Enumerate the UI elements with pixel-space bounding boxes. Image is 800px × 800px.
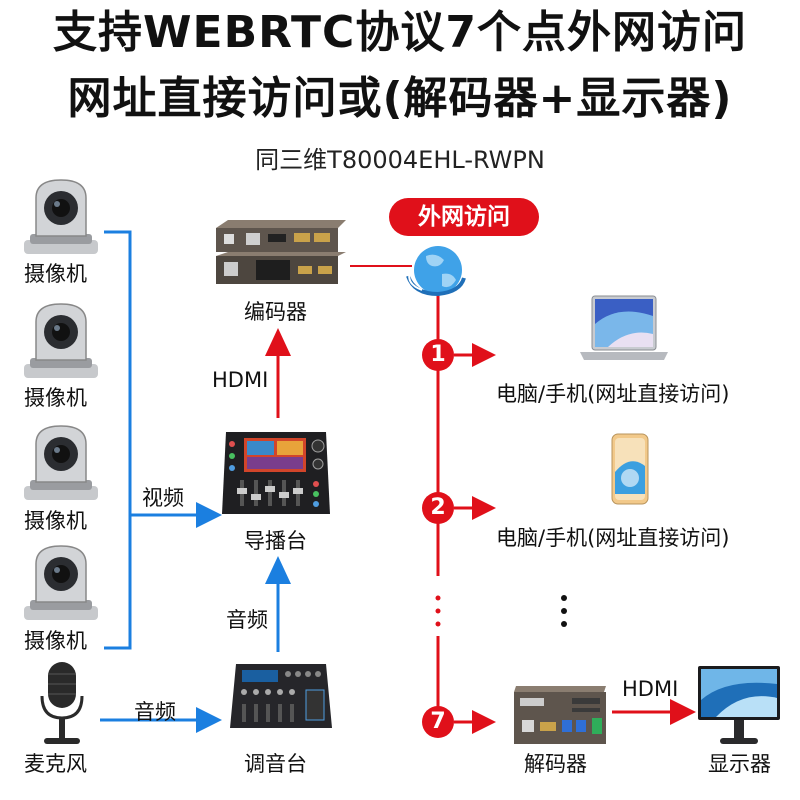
- ptz-camera-icon: [24, 303, 98, 378]
- monitor-label: 显示器: [708, 752, 771, 776]
- encoder-device-icon: [216, 220, 346, 284]
- branch-7-arrow-head: [472, 710, 496, 734]
- phone-icon: [611, 433, 649, 505]
- laptop-icon: [580, 295, 668, 360]
- encoder-label: 编码器: [244, 300, 307, 324]
- camera-label: 摄像机: [24, 509, 87, 533]
- branch-number-badge: 2: [422, 492, 454, 524]
- client-label: 电脑/手机(网址直接访问): [496, 526, 730, 550]
- ptz-camera-icon: [24, 545, 98, 620]
- branch-number-badge: 1: [422, 339, 454, 371]
- mixer-audio-label: 音频: [226, 608, 268, 632]
- mixer-label: 调音台: [244, 752, 307, 776]
- monitor-icon: [698, 666, 780, 744]
- branch-2-arrow-head: [472, 496, 496, 520]
- video-bracket-line: [104, 230, 132, 650]
- title-line-1: 支持WEBRTC协议7个点外网访问: [53, 7, 747, 58]
- hdmi-out-label: HDMI: [622, 677, 679, 701]
- mixer-up-head: [265, 556, 291, 584]
- microphone-label: 麦克风: [24, 752, 87, 776]
- hdmi-up-label: HDMI: [212, 368, 269, 392]
- video-arrow-head: [196, 502, 222, 528]
- camera-label: 摄像机: [24, 629, 87, 653]
- camera-label: 摄像机: [24, 262, 87, 286]
- hdmi-up-head: [265, 328, 291, 356]
- title-line-2: 网址直接访问或(解码器+显示器): [67, 73, 733, 124]
- model-subtitle: 同三维T80004EHL-RWPN: [255, 146, 545, 174]
- video-label: 视频: [142, 486, 184, 510]
- camera-label: 摄像机: [24, 386, 87, 410]
- internet-access-badge: 外网访问: [389, 198, 539, 236]
- video-switcher-icon: [222, 432, 330, 514]
- decoder-label: 解码器: [524, 752, 587, 776]
- switcher-label: 导播台: [244, 529, 307, 553]
- decoder-icon: [514, 686, 606, 744]
- ptz-camera-icon: [24, 179, 98, 254]
- microphone-icon: [40, 662, 84, 744]
- decoder-monitor-arrow-head: [670, 699, 696, 725]
- mic-arrow-head: [196, 707, 222, 733]
- audio-mixer-icon: [230, 664, 332, 728]
- branch-1-arrow-head: [472, 343, 496, 367]
- ptz-camera-icon: [24, 425, 98, 500]
- globe-icon: [406, 246, 466, 297]
- mic-audio-label: 音频: [134, 700, 176, 724]
- client-label: 电脑/手机(网址直接访问): [496, 382, 730, 406]
- branch-number-badge: 7: [422, 706, 454, 738]
